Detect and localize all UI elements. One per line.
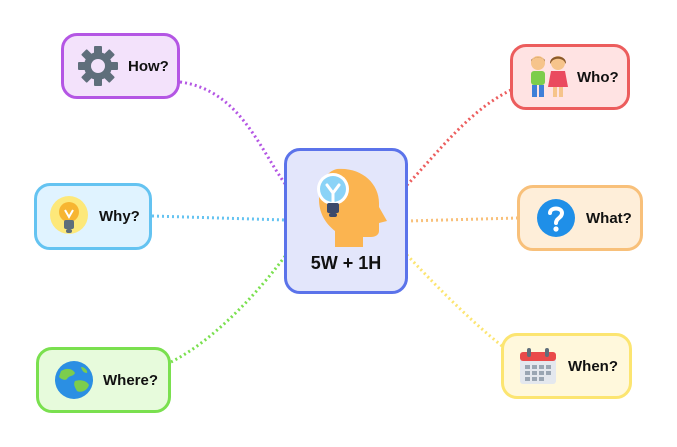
connector-when xyxy=(405,253,503,348)
gear-icon xyxy=(78,46,118,86)
connector-why xyxy=(151,214,287,222)
branch-who[interactable]: Who? xyxy=(510,44,630,110)
globe-icon xyxy=(55,361,93,399)
connector-what xyxy=(406,216,519,223)
head-lightbulb-icon xyxy=(317,168,387,247)
branch-how-label: How? xyxy=(128,57,169,75)
branch-where-label: Where? xyxy=(103,371,159,389)
branch-what-label: What? xyxy=(586,209,632,227)
connector-how xyxy=(179,80,288,186)
branch-when-label: When? xyxy=(568,357,618,375)
branch-why[interactable]: Why? xyxy=(34,183,152,250)
branch-why-label: Why? xyxy=(99,208,140,225)
connector-who xyxy=(405,88,512,187)
center-topic[interactable]: 5W + 1H xyxy=(284,148,408,294)
branch-when[interactable]: When? xyxy=(501,333,632,399)
branch-who-label: Who? xyxy=(577,68,619,86)
connector-where xyxy=(170,254,288,364)
people-icon xyxy=(531,56,568,97)
branch-where[interactable]: Where? xyxy=(36,347,171,413)
question-icon xyxy=(537,199,575,237)
center-label: 5W + 1H xyxy=(310,253,382,273)
calendar-icon xyxy=(520,348,556,384)
lightbulb-icon xyxy=(50,195,88,234)
branch-what[interactable]: What? xyxy=(517,185,643,251)
branch-how[interactable]: How? xyxy=(61,33,180,99)
